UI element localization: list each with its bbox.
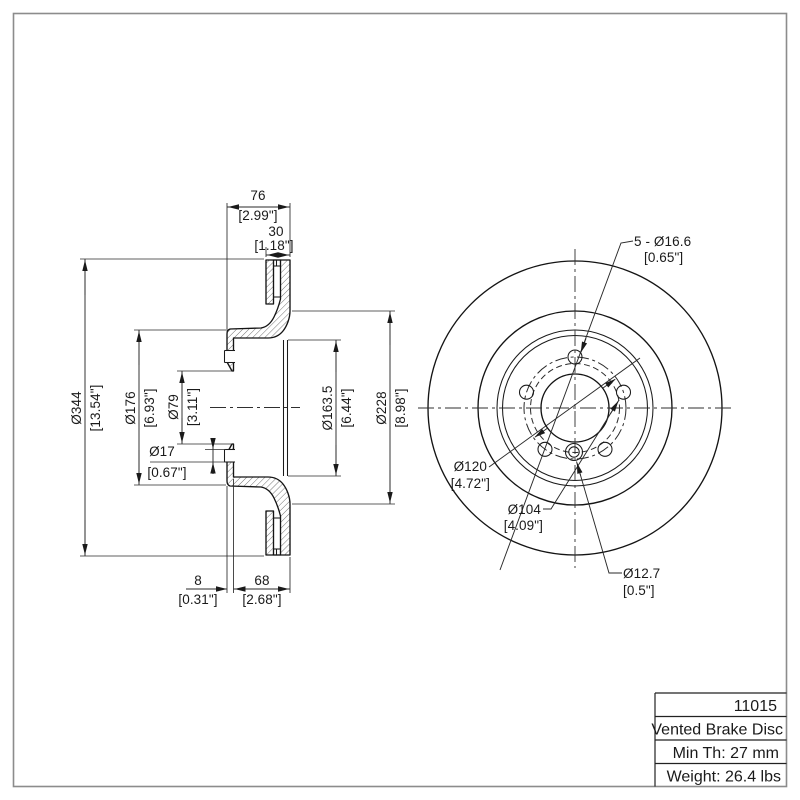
leader-arrow [580, 338, 588, 353]
bolt-circle [523, 356, 627, 460]
dim-value-in: [8.98"] [393, 388, 408, 427]
part-number: 11015 [734, 698, 777, 715]
section-extension-lines [80, 203, 395, 593]
leader-line [543, 399, 620, 510]
section-geometry [210, 259, 300, 556]
leader-line [499, 240, 634, 571]
dim-value: Ø176 [123, 391, 138, 424]
dim-bore-diameter: Ø79 [3.11"] [166, 371, 200, 444]
dim-outer-diameter: Ø344 [13.54"] [69, 259, 103, 556]
weight: Weight: 26.4 lbs [667, 769, 781, 786]
dim-value-in: [0.67"] [147, 465, 186, 480]
bolt-hole [615, 384, 632, 400]
dim-value: 68 [254, 573, 269, 588]
dim-value-in: [4.09"] [504, 518, 543, 533]
dim-value: Ø12.7 [623, 566, 660, 581]
dim-value-in: [6.93"] [142, 388, 157, 427]
title-block: 11015 Vented Brake Disc Min Th: 27 mm We… [651, 692, 787, 787]
dim-ring-width: 30 [1.18"] [254, 224, 294, 258]
dim-value-in: [2.99"] [238, 208, 277, 223]
dim-bolt-circle: Ø120 [4.72"] [451, 357, 641, 491]
bolt-hole [518, 384, 535, 400]
dim-mounting-offset: 68 [2.68"] [233, 573, 290, 607]
dim-value-in: [0.65"] [644, 250, 683, 265]
dim-arrow [534, 428, 548, 438]
dim-value: Ø120 [454, 459, 487, 474]
dim-value: 76 [250, 188, 265, 203]
bolt-hole [537, 441, 553, 457]
inboard-plate-top-section [265, 259, 275, 305]
sheet-border [12, 12, 788, 788]
dim-value-in: [6.44"] [339, 388, 354, 427]
dim-bolt-holes: 5 - Ø16.6 [0.65"] [499, 234, 691, 571]
dim-hat-diameter: Ø176 [6.93"] [123, 330, 157, 485]
dim-value-in: [4.72"] [451, 476, 490, 491]
set-screw-counterbore [564, 442, 584, 462]
dim-line [488, 357, 641, 468]
dim-value-in: [2.68"] [242, 592, 281, 607]
dim-value-in: [0.31"] [178, 592, 217, 607]
flange-bolt-hole-top [224, 350, 235, 363]
leader-arrow [610, 400, 619, 414]
bolt-hole [597, 441, 613, 457]
dim-value: Ø79 [166, 394, 181, 420]
set-screw-hole [568, 446, 580, 458]
leader-arrow [576, 462, 583, 476]
dim-bolt-hole-diameter: Ø17 [0.67"] [147, 438, 216, 480]
leader-line [576, 461, 622, 574]
front-view: 5 - Ø16.6 [0.65"] Ø120 [4.72"] Ø104 [4.0… [418, 234, 732, 598]
dim-arrow [602, 378, 616, 389]
dim-value: 8 [194, 573, 202, 588]
min-thickness: Min Th: 27 mm [673, 745, 779, 762]
front-geometry [418, 249, 732, 568]
dim-value-in: [0.5"] [623, 583, 655, 598]
dim-recess-diameter: Ø163.5 [6.44"] [320, 340, 354, 476]
section-view: 76 [2.99"] 30 [1.18"] Ø344 [13.54"] Ø176… [69, 188, 408, 607]
dim-value: Ø344 [69, 391, 84, 425]
dim-value: Ø104 [508, 502, 542, 517]
dim-value: 30 [268, 224, 283, 239]
dim-value-in: [3.11"] [185, 388, 200, 426]
dim-value-in: [1.18"] [254, 238, 293, 253]
dim-inner-circle: Ø104 [4.09"] [504, 399, 620, 533]
dim-value: 5 - Ø16.6 [634, 234, 691, 249]
inboard-plate-bottom-section [265, 510, 275, 556]
dim-value-in: [13.54"] [88, 385, 103, 432]
dim-value: Ø17 [149, 444, 175, 459]
dim-value: Ø163.5 [320, 386, 335, 431]
product-name: Vented Brake Disc [651, 722, 783, 739]
dim-band-inner-diameter: Ø228 [8.98"] [374, 311, 408, 504]
dim-overall-width: 76 [2.99"] [227, 188, 290, 223]
dim-set-screw: Ø12.7 [0.5"] [576, 461, 660, 598]
dim-value: Ø228 [374, 391, 389, 424]
flange-bolt-hole-bottom [224, 449, 235, 462]
dim-flange-thickness: 8 [0.31"] [178, 573, 227, 607]
